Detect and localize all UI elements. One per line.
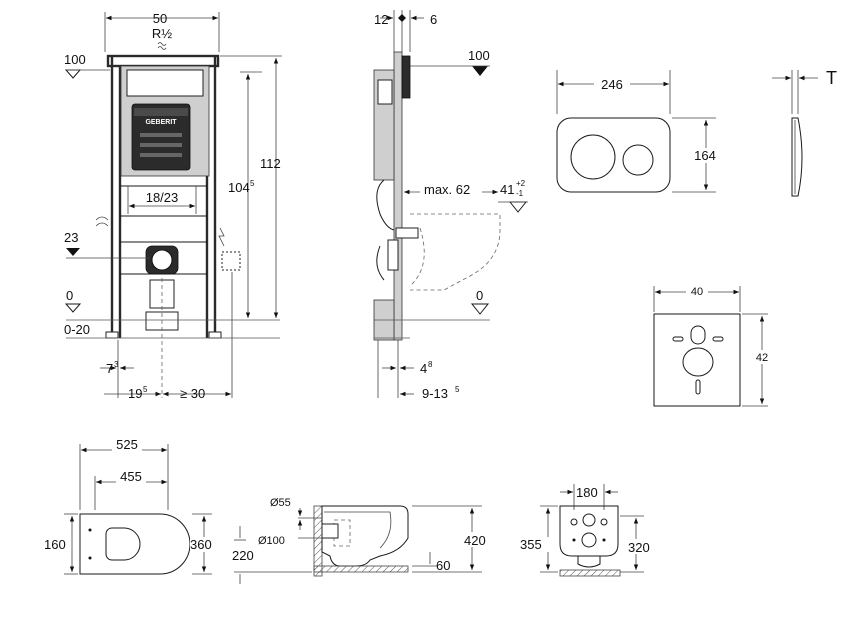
side-depth-b-label: 6 [430, 12, 437, 27]
pipe-large-dia-label: Ø100 [258, 535, 285, 547]
flush-plate [556, 117, 671, 193]
offset-a-label: 7 [106, 361, 113, 376]
frame-side-view: 12 6 100 max. 62 41 +2 -1 0 [373, 10, 528, 401]
offset-a-sup: 3 [114, 360, 119, 369]
height-inner-sup: 5 [250, 179, 255, 188]
back-height-left-label: 355 [520, 537, 542, 552]
toilet-side-outline [321, 505, 409, 567]
side-level-floor-label: 0 [476, 288, 483, 303]
pipe-small-dia-label: Ø55 [270, 497, 291, 509]
plate-width-label: 246 [601, 77, 623, 92]
plate-thickness-label: T [826, 68, 837, 88]
toilet-width-right-label: 360 [190, 537, 212, 552]
side-tol-plus: +2 [516, 179, 526, 188]
toilet-length-inner-label: 455 [120, 469, 142, 484]
height-total-label: 112 [260, 156, 281, 171]
side-offset-b-label: 9-13 [422, 386, 448, 401]
water-inlet-icon [95, 216, 109, 227]
toilet-outlet-height-label: 60 [436, 558, 450, 573]
frame-width-label: 50 [153, 11, 167, 26]
level-waste-label: 23 [64, 230, 78, 245]
pad-height-label: 42 [756, 352, 768, 364]
height-inner-label: 104 [228, 180, 250, 195]
water-supply-icon [157, 42, 167, 50]
water-pipe-label: R½ [152, 26, 172, 41]
toilet-width-left-label: 160 [44, 537, 66, 552]
side-offset-a-sup: 8 [428, 360, 433, 369]
toilet-bottom-height-label: 220 [232, 548, 254, 563]
toilet-bowl-outline [79, 513, 191, 575]
sound-pad-view: 40 42 [653, 284, 772, 407]
side-level-top-label: 100 [468, 48, 490, 63]
flush-button-large [570, 134, 616, 180]
side-offset-b-sup: 5 [455, 385, 460, 394]
brand-label: GEBERIT [145, 119, 177, 126]
offset-b-label: 19 [128, 386, 142, 401]
flush-button-small [622, 144, 654, 176]
level-floor-label: 0 [66, 288, 73, 303]
toilet-length-total-label: 525 [116, 437, 138, 452]
offset-c-label: ≥ 30 [180, 386, 205, 401]
toilet-side-view: Ø55 Ø100 220 420 60 [232, 497, 490, 584]
toilet-back-outline [559, 505, 619, 557]
floor-range-label: 0-20 [64, 322, 90, 337]
toilet-height-label: 420 [464, 533, 486, 548]
level-top-label: 100 [64, 52, 86, 67]
side-max-label: max. 62 [424, 182, 470, 197]
offset-b-sup: 5 [143, 385, 148, 394]
pad-width-label: 40 [691, 286, 703, 298]
toilet-back-view: 180 355 320 [520, 484, 654, 577]
frame-post-side [393, 51, 403, 341]
frame-front-view: 50 R½ GEBERIT 18/23 [64, 11, 282, 401]
bolt-spacing-label: 180 [576, 485, 598, 500]
side-tol-minus: -1 [516, 189, 524, 198]
sound-pad [653, 313, 741, 407]
flush-distance-label: 18/23 [146, 190, 179, 205]
toilet-top-view: 525 455 160 360 [42, 437, 218, 575]
electrical-icon [218, 227, 225, 247]
side-offset-a-label: 4 [420, 361, 427, 376]
flush-plate-view: 246 164 T [556, 68, 837, 197]
plate-height-label: 164 [694, 148, 716, 163]
side-waste-height-label: 41 [500, 182, 514, 197]
plate-side-profile [791, 117, 803, 197]
side-depth-a-label: 12 [374, 12, 388, 27]
back-height-right-label: 320 [628, 540, 650, 555]
